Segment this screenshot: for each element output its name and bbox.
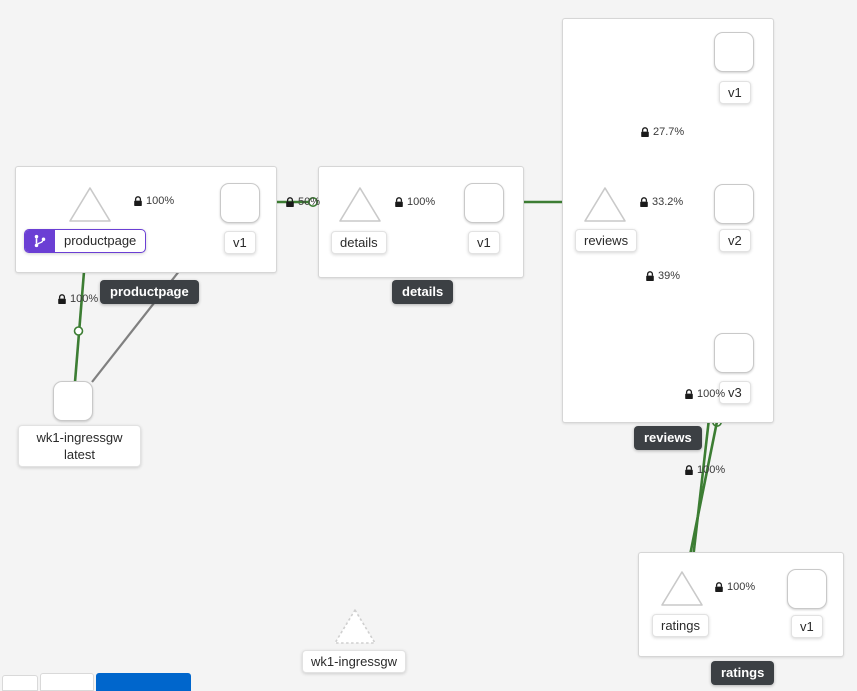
edge-label-reviews-v2-to-ratings: 100% [684, 464, 725, 476]
label-line-2: latest [63, 447, 96, 462]
code-branch-icon [25, 230, 55, 252]
app-triangle-icon [584, 187, 626, 222]
edge-rate: 27.7% [653, 126, 685, 138]
toolbar-legend-button[interactable] [2, 675, 38, 691]
lock-icon [684, 388, 694, 400]
group-tooltip-reviews[interactable]: reviews [634, 426, 702, 450]
node-ratings-v1-label[interactable]: v1 [791, 615, 823, 638]
app-triangle-icon [69, 187, 111, 222]
label-line-1: wk1-ingressgw [36, 430, 123, 445]
toolbar-primary-button[interactable] [96, 673, 191, 691]
node-ratings-app[interactable] [659, 569, 705, 614]
edge-rate: 100% [146, 195, 175, 207]
toolbar-graph-button[interactable] [40, 673, 94, 691]
edge-label-ingressgw-to-productpage: 100% [57, 293, 98, 305]
node-wk1-ingressgw-app-label[interactable]: wk1-ingressgw [302, 650, 406, 673]
node-details-app[interactable] [337, 185, 383, 230]
lock-icon [645, 270, 655, 282]
app-triangle-icon [661, 571, 703, 606]
node-label-text: productpage [64, 233, 137, 248]
app-triangle-icon [334, 609, 376, 644]
node-wk1-ingressgw-app[interactable] [332, 607, 378, 652]
node-productpage-app[interactable] [67, 185, 113, 230]
node-details-v1-label[interactable]: v1 [468, 231, 500, 254]
lock-icon [684, 464, 694, 476]
node-reviews-app[interactable] [582, 185, 628, 230]
lock-icon [640, 126, 650, 138]
node-details-v1[interactable] [464, 183, 504, 223]
node-productpage-label[interactable]: productpage [24, 229, 147, 253]
node-productpage-v1-label[interactable]: v1 [224, 231, 256, 254]
edge-rate: 100% [70, 293, 99, 305]
lock-icon [639, 196, 649, 208]
node-details-label[interactable]: details [331, 231, 387, 254]
edge-label-ratings-to-v1: 100% [714, 581, 755, 593]
edge-label-productpage-v1-to-details: 50% [285, 196, 320, 208]
app-triangle-icon [339, 187, 381, 222]
lock-icon [133, 195, 143, 207]
group-tooltip-details[interactable]: details [392, 280, 454, 304]
edge-rate: 39% [658, 270, 681, 282]
edge-rate: 50% [298, 196, 321, 208]
node-productpage-v1[interactable] [220, 183, 260, 223]
node-reviews-v1-label[interactable]: v1 [719, 81, 751, 104]
group-tooltip-productpage[interactable]: productpage [100, 280, 199, 304]
group-tooltip-ratings[interactable]: ratings [711, 661, 775, 685]
node-ratings-v1[interactable] [787, 569, 827, 609]
node-reviews-v1[interactable] [714, 32, 754, 72]
edge-label-reviews-to-v2: 33.2% [639, 196, 683, 208]
node-ratings-label[interactable]: ratings [652, 614, 710, 637]
edge-label-reviews-to-v1: 27.7% [640, 126, 684, 138]
edge-label-reviews-v3-to-ratings-upper: 100% [684, 388, 725, 400]
node-reviews-v3-label[interactable]: v3 [719, 381, 751, 404]
lock-icon [394, 196, 404, 208]
node-reviews-v2[interactable] [714, 184, 754, 224]
node-wk1-ingressgw[interactable] [53, 381, 93, 421]
lock-icon [57, 293, 67, 305]
node-wk1-ingressgw-label[interactable]: wk1-ingressgw latest [18, 425, 141, 467]
edge-rate: 100% [727, 581, 756, 593]
lock-icon [285, 196, 295, 208]
node-reviews-v3[interactable] [714, 333, 754, 373]
edge-rate: 100% [697, 464, 726, 476]
lock-icon [714, 581, 724, 593]
node-reviews-v2-label[interactable]: v2 [719, 229, 751, 252]
edge-rate: 100% [407, 196, 436, 208]
edge-label-reviews-to-v3: 39% [645, 270, 680, 282]
edge-rate: 100% [697, 388, 726, 400]
edge-label-productpage-to-v1: 100% [133, 195, 174, 207]
edge-rate: 33.2% [652, 196, 684, 208]
edge-label-details-to-v1: 100% [394, 196, 435, 208]
node-reviews-label[interactable]: reviews [575, 229, 638, 252]
